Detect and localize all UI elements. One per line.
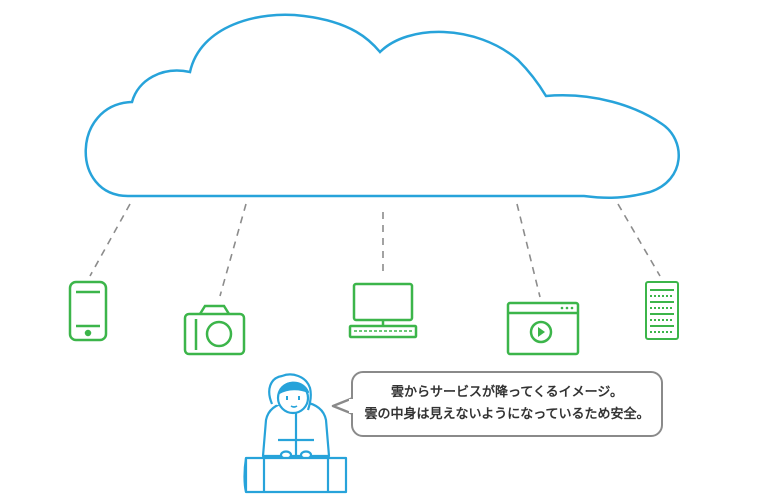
speech-bubble-line-2: 雲の中身は見えないようになっているため安全。 <box>364 407 650 422</box>
connector-smartphone <box>89 203 131 277</box>
speech-bubble-tail <box>331 396 354 416</box>
smartphone-icon <box>68 280 108 342</box>
person-illustration <box>243 373 348 494</box>
video-player-icon <box>506 301 580 356</box>
connector-video <box>516 203 541 298</box>
speech-bubble-line-1: 雲からサービスが降ってくるイメージ。 <box>390 385 624 400</box>
server-icon <box>645 281 679 340</box>
connector-camera <box>219 203 247 297</box>
cloud-shape <box>84 13 680 200</box>
connector-server <box>617 203 661 277</box>
desktop-computer-icon <box>348 282 418 339</box>
connector-lines <box>89 203 661 298</box>
speech-bubble-tail-cover <box>349 399 357 413</box>
camera-icon <box>183 304 246 356</box>
speech-bubble: 雲からサービスが降ってくるイメージ。 雲の中身は見えないようになっているため安全… <box>351 371 663 437</box>
